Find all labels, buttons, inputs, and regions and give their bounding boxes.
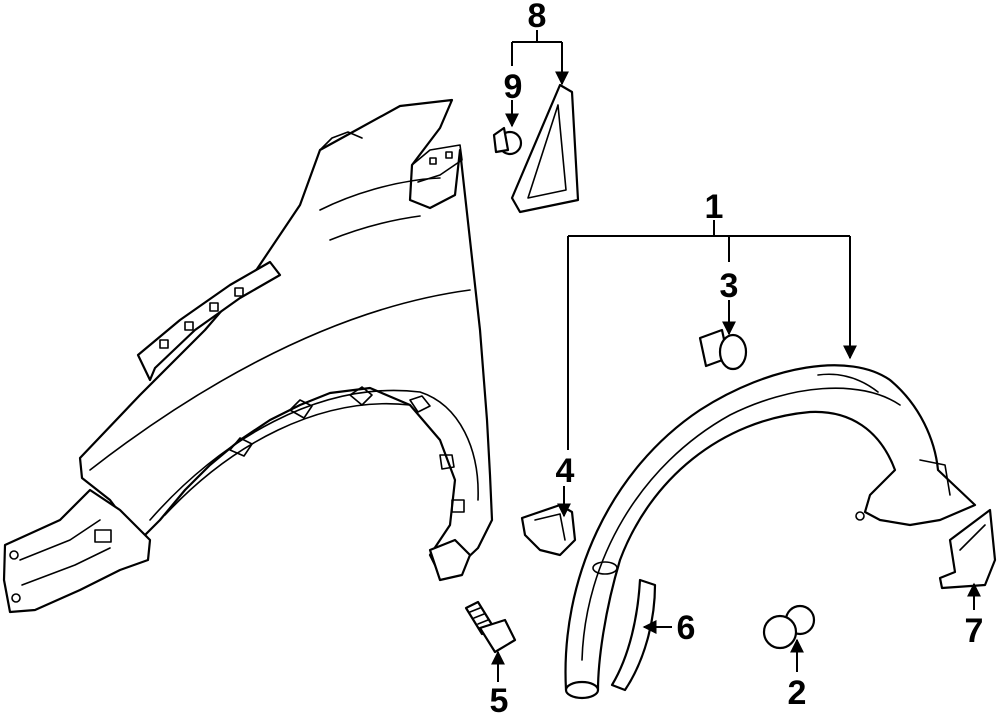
callout-5: 5 [490, 682, 509, 720]
callout-8: 8 [528, 0, 547, 35]
fender-panel [2, 98, 494, 614]
callout-2: 2 [788, 674, 807, 712]
callout-3: 3 [720, 267, 739, 305]
push-clip-part-3 [698, 328, 748, 371]
callout-labels: 8 9 1 3 4 6 2 5 7 [490, 0, 984, 720]
callout-9: 9 [504, 68, 523, 106]
mud-flap-part-7 [938, 508, 997, 590]
strip-part-6 [610, 578, 657, 692]
bracket-part-4 [520, 503, 577, 557]
wheel-arch-molding-part-1 [564, 364, 977, 700]
cap-clip-part-2 [762, 604, 816, 650]
garnish-part-8 [510, 83, 580, 214]
callout-4: 4 [556, 452, 575, 490]
screw-part-5 [464, 600, 517, 654]
callout-6: 6 [677, 609, 696, 647]
callout-7: 7 [965, 612, 984, 650]
callout-leaders [491, 30, 981, 682]
callout-1: 1 [705, 188, 724, 226]
clip-part-9 [492, 126, 523, 156]
